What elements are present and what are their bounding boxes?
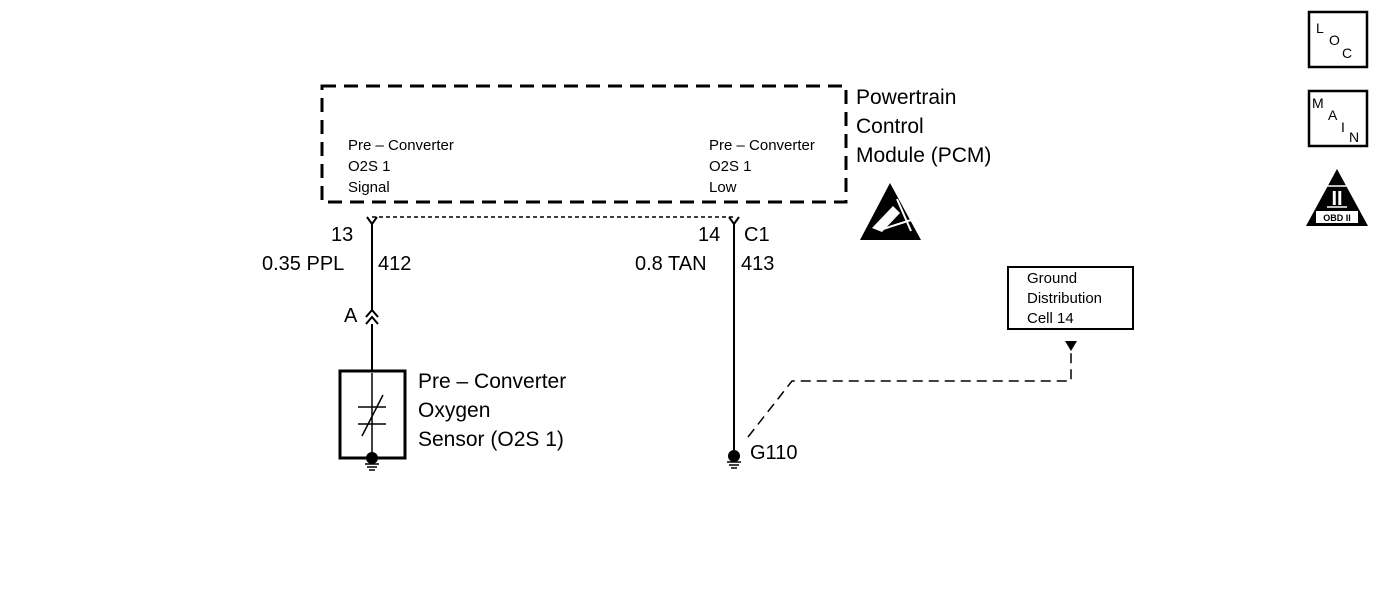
obd-ii-icon[interactable]: II OBD II xyxy=(1306,169,1368,226)
sensor-label-3: Sensor (O2S 1) xyxy=(418,428,564,451)
svg-text:II: II xyxy=(1331,188,1342,210)
wire-413-color: 0.8 TAN xyxy=(635,253,707,275)
ground-box-label-1: Ground xyxy=(1027,270,1077,287)
ground-distribution-link xyxy=(747,350,1072,438)
pcm-title-line-2: Control xyxy=(856,115,924,138)
pcm-title-line-3: Module (PCM) xyxy=(856,144,991,167)
connector-a-label: A xyxy=(344,305,358,327)
pcm-title-line-1: Powertrain xyxy=(856,86,956,109)
esd-warning-icon xyxy=(860,183,921,240)
pin-14-terminal xyxy=(728,216,740,226)
loc-icon[interactable]: L O C xyxy=(1307,10,1369,69)
pcm-pin14-label-3: Low xyxy=(709,179,737,196)
pin-13-terminal xyxy=(366,216,378,226)
connector-c1-label: C1 xyxy=(744,224,770,246)
pin-13-label: 13 xyxy=(331,224,353,246)
ground-distribution-box[interactable] xyxy=(1007,266,1134,330)
ground-box-label-2: Distribution xyxy=(1027,290,1102,307)
pin-14-label: 14 xyxy=(698,224,720,246)
main-icon[interactable]: M A I N xyxy=(1307,89,1369,148)
variable-resistor-icon xyxy=(358,373,386,456)
svg-text:OBD II: OBD II xyxy=(1323,213,1351,223)
svg-text:I: I xyxy=(1341,119,1345,135)
pcm-box xyxy=(320,84,848,204)
svg-text:A: A xyxy=(1328,107,1338,123)
sensor-label-2: Oxygen xyxy=(418,399,490,422)
pcm-pin13-label-1: Pre – Converter xyxy=(348,137,454,154)
sensor-ground-icon xyxy=(365,452,379,471)
wire-412-color: 0.35 PPL xyxy=(262,253,344,275)
svg-text:N: N xyxy=(1349,129,1359,145)
svg-text:C: C xyxy=(1342,45,1352,61)
sensor-label-1: Pre – Converter xyxy=(418,370,566,393)
pcm-pin13-label-3: Signal xyxy=(348,179,390,196)
pcm-pin14-label-2: O2S 1 xyxy=(709,158,752,175)
g110-ground-icon xyxy=(727,450,741,469)
ground-box-label-3: Cell 14 xyxy=(1027,310,1074,327)
svg-text:O: O xyxy=(1329,32,1340,48)
pcm-pin13-label-2: O2S 1 xyxy=(348,158,391,175)
pcm-pin14-label-1: Pre – Converter xyxy=(709,137,815,154)
svg-text:L: L xyxy=(1316,20,1324,36)
connector-a-symbol xyxy=(365,308,379,325)
svg-text:M: M xyxy=(1312,95,1324,111)
ground-distribution-arrow xyxy=(1065,341,1077,351)
circuit-412-number: 412 xyxy=(378,253,411,275)
circuit-413-number: 413 xyxy=(741,253,774,275)
g110-label: G110 xyxy=(750,442,797,464)
